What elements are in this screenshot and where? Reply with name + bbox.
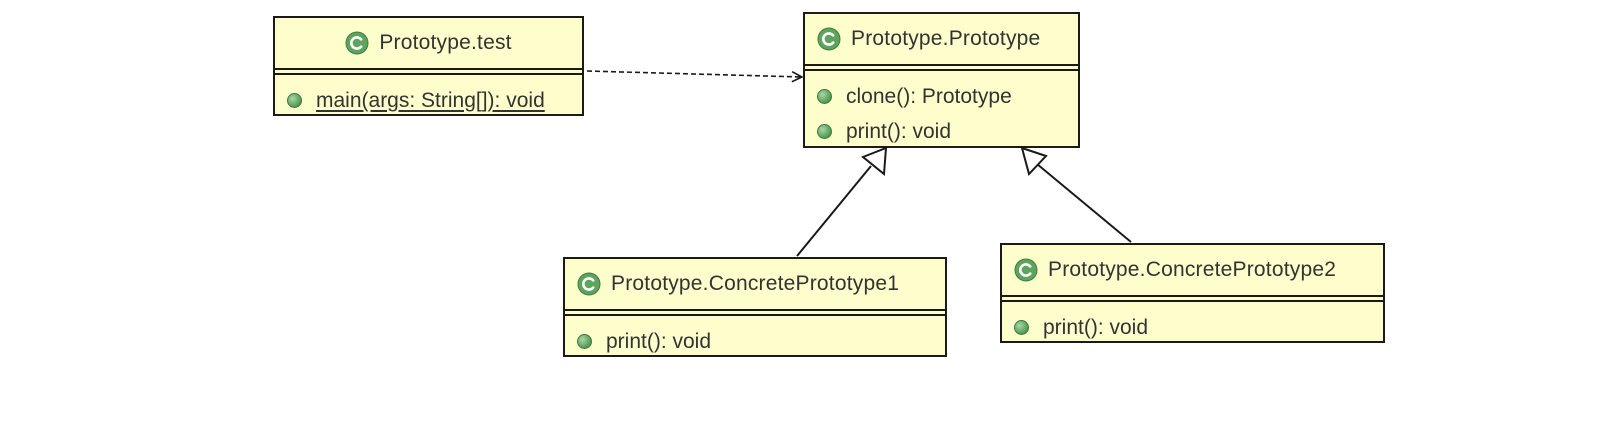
class-prototype-test[interactable]: Prototype.test main(args: String[]): voi… xyxy=(273,16,584,116)
method-print[interactable]: print(): void xyxy=(577,324,933,359)
class-name: Prototype.ConcretePrototype1 xyxy=(611,272,900,295)
public-method-icon xyxy=(287,93,302,108)
compartment-divider xyxy=(1002,295,1383,302)
method-signature: clone(): Prototype xyxy=(846,84,1012,108)
public-method-icon xyxy=(817,89,832,104)
method-print[interactable]: print(): void xyxy=(1014,310,1371,345)
compartment-divider xyxy=(275,68,582,75)
class-icon xyxy=(577,272,601,296)
class-header: Prototype.test xyxy=(275,18,582,68)
method-clone[interactable]: clone(): Prototype xyxy=(817,79,1066,114)
generalization-concrete2-line xyxy=(1036,163,1132,243)
class-icon xyxy=(1014,258,1038,282)
compartment-divider xyxy=(565,309,945,316)
class-header: Prototype.Prototype xyxy=(805,14,1078,64)
class-name: Prototype.ConcretePrototype2 xyxy=(1048,258,1337,281)
method-signature: print(): void xyxy=(606,329,712,353)
method-main[interactable]: main(args: String[]): void xyxy=(287,83,570,118)
class-name: Prototype.Prototype xyxy=(851,27,1041,50)
generalization-concrete1-arrowhead xyxy=(861,146,888,176)
member-list: main(args: String[]): void xyxy=(275,75,582,128)
generalization-concrete1-line xyxy=(796,165,872,257)
generalization-concrete2-arrowhead xyxy=(1020,146,1048,176)
member-list: print(): void xyxy=(565,316,945,369)
class-concrete-prototype-1[interactable]: Prototype.ConcretePrototype1 print(): vo… xyxy=(563,257,947,357)
class-concrete-prototype-2[interactable]: Prototype.ConcretePrototype2 print(): vo… xyxy=(1000,243,1385,343)
public-method-icon xyxy=(577,334,592,349)
compartment-divider xyxy=(805,64,1078,71)
method-signature: print(): void xyxy=(846,119,952,143)
member-list: print(): void xyxy=(1002,302,1383,355)
class-name: Prototype.test xyxy=(379,31,512,54)
public-method-icon xyxy=(1014,320,1029,335)
class-header: Prototype.ConcretePrototype2 xyxy=(1002,245,1383,295)
method-signature: main(args: String[]): void xyxy=(316,88,545,112)
public-method-icon xyxy=(817,124,832,139)
class-header: Prototype.ConcretePrototype1 xyxy=(565,259,945,309)
class-prototype-prototype[interactable]: Prototype.Prototype clone(): Prototype p… xyxy=(803,12,1080,148)
class-icon xyxy=(817,27,841,51)
method-signature: print(): void xyxy=(1043,315,1149,339)
dependency-test-to-prototype xyxy=(586,70,802,77)
member-list: clone(): Prototype print(): void xyxy=(805,71,1078,159)
class-icon xyxy=(345,31,369,55)
method-print[interactable]: print(): void xyxy=(817,114,1066,149)
